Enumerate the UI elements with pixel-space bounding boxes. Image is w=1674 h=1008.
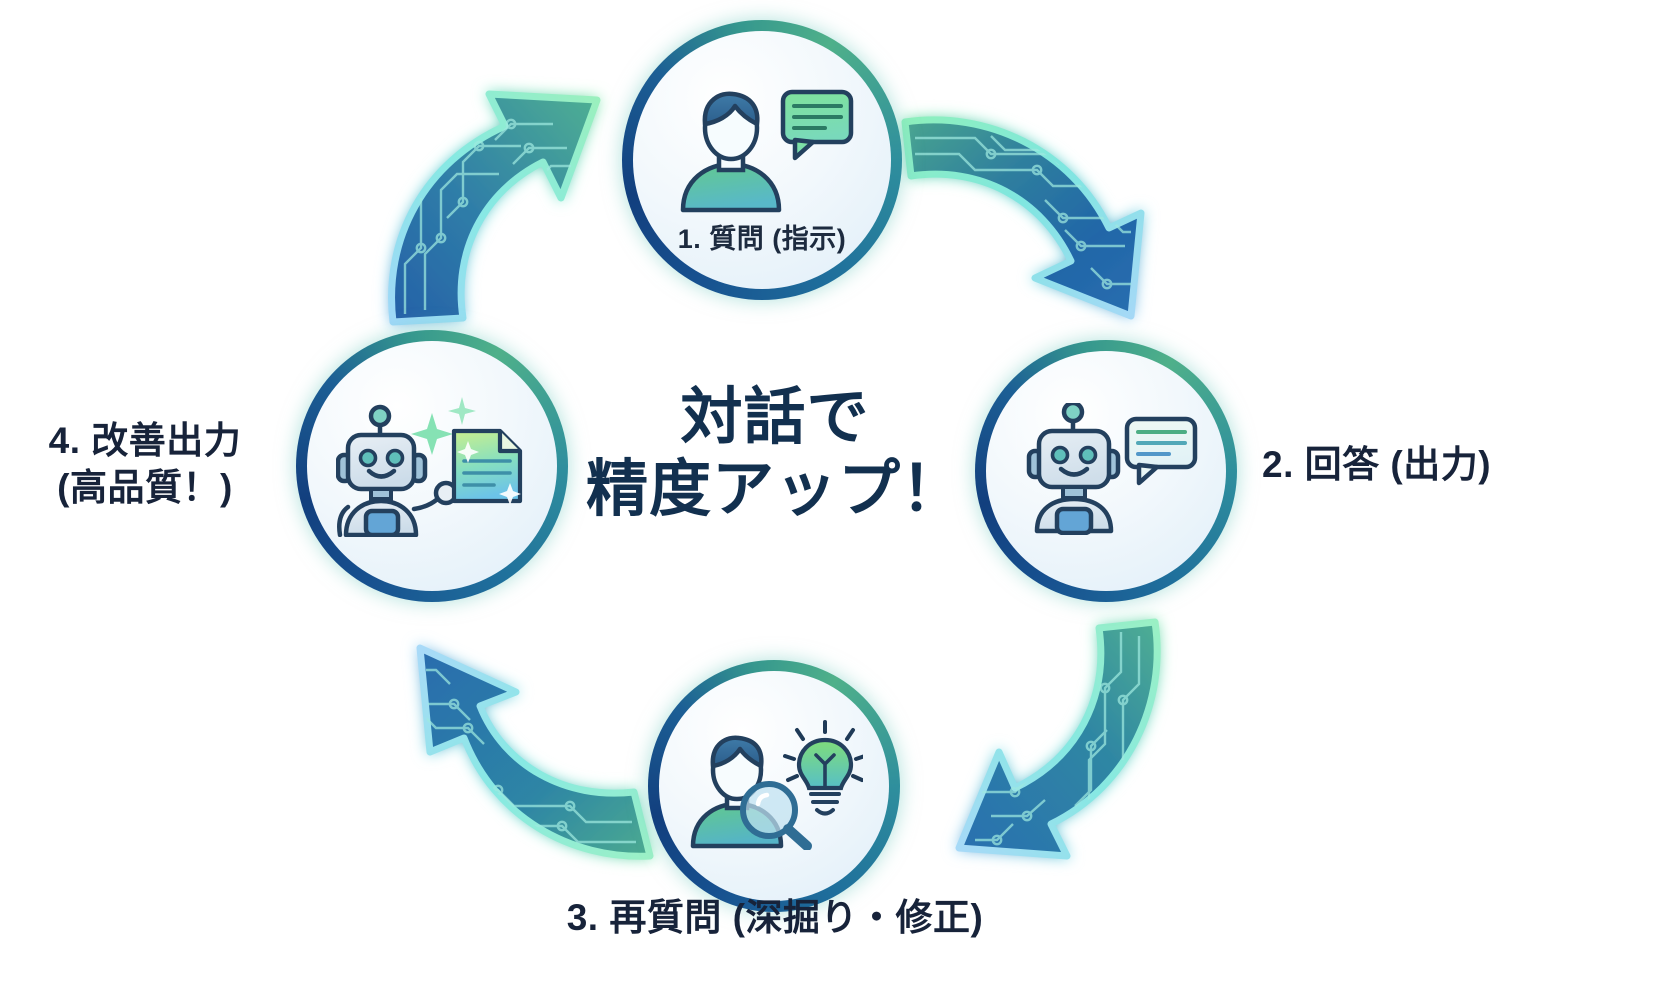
arrow-step4-to-step1 xyxy=(375,78,640,333)
node-content: 1. 質問 (指示) xyxy=(622,20,902,300)
robot-holding-document-icon xyxy=(335,391,528,542)
headline-line-1: 対話で xyxy=(680,383,870,452)
arrow-step2-to-step3 xyxy=(895,610,1175,870)
node-step-1-label: 1. 質問 (指示) xyxy=(677,224,847,254)
arrow-step3-to-step4 xyxy=(380,610,665,870)
node-step-4[interactable] xyxy=(296,330,568,602)
person-with-chat-bubble-icon xyxy=(669,88,855,219)
headline-line-2: 精度アップ！ xyxy=(585,454,964,524)
node-step-2[interactable] xyxy=(975,340,1237,602)
person-with-magnifier-and-lightbulb-icon xyxy=(685,718,867,855)
node-ring xyxy=(622,20,902,300)
robot-with-chat-bubble-icon xyxy=(1019,400,1201,540)
node-content xyxy=(296,330,568,602)
node-step-3[interactable] xyxy=(648,660,900,912)
node-step-4-label: 4. 改善出力 (高品質！) xyxy=(14,418,276,511)
node-step-4-label-line1: 4. 改善出力 xyxy=(48,420,242,461)
node-step-4-label-line2: (高品質！) xyxy=(57,466,233,508)
node-step-1[interactable]: 1. 質問 (指示) xyxy=(622,20,902,300)
arrow-step1-to-step2 xyxy=(895,80,1185,330)
node-ring xyxy=(975,340,1237,602)
center-headline: 対話で 精度アップ！ xyxy=(560,382,990,526)
node-step-2-label: 2. 回答 (出力) xyxy=(1262,444,1492,485)
node-step-3-label: 3. 再質問 (深掘り・修正) xyxy=(566,897,984,938)
node-content xyxy=(648,660,900,912)
node-content xyxy=(975,340,1237,602)
